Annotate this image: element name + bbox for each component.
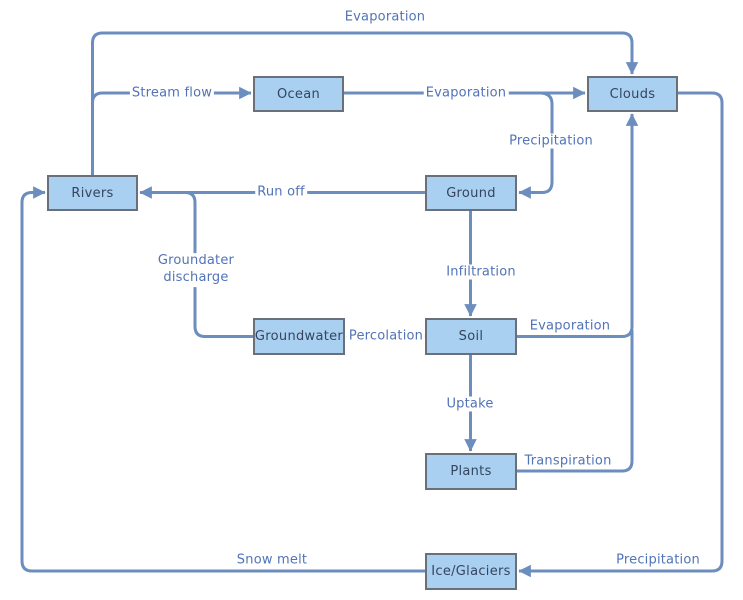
label-percolation: Percolation xyxy=(346,328,426,344)
label-evaporation-soil: Evaporation xyxy=(527,318,613,334)
node-rivers-label: Rivers xyxy=(71,185,114,201)
label-precipitation-ice: Precipitation xyxy=(614,552,702,568)
label-transpiration: Transpiration xyxy=(522,453,614,469)
node-groundwater: Groundwater xyxy=(253,318,345,355)
label-uptake: Uptake xyxy=(444,396,496,412)
label-precipitation-ground: Precipitation xyxy=(507,133,595,149)
edge-snow-melt xyxy=(20,186,425,573)
node-ice-glaciers-label: Ice/Glaciers xyxy=(431,564,511,579)
edge-stream-flow xyxy=(91,86,252,104)
node-ice-glaciers: Ice/Glaciers xyxy=(425,553,517,590)
node-soil-label: Soil xyxy=(458,329,484,344)
edge-precipitation-ice xyxy=(518,91,724,578)
node-ocean: Ocean xyxy=(253,76,344,112)
label-groundwater-discharge: Groundater discharge xyxy=(153,253,239,287)
edge-transpiration xyxy=(517,330,634,473)
node-rivers: Rivers xyxy=(47,175,138,211)
label-run-off: Run off xyxy=(255,184,307,200)
node-soil: Soil xyxy=(425,318,517,355)
label-snow-melt: Snow melt xyxy=(234,552,310,568)
label-evaporation-ocean: Evaporation xyxy=(423,85,509,101)
node-clouds-label: Clouds xyxy=(609,86,656,102)
label-evaporation-top: Evaporation xyxy=(342,9,428,25)
edge-evaporation-soil xyxy=(517,113,639,338)
node-ground: Ground xyxy=(425,175,517,211)
node-plants-label: Plants xyxy=(450,464,492,479)
node-ocean-label: Ocean xyxy=(276,86,321,102)
edge-evaporation-top xyxy=(91,31,639,175)
node-ground-label: Ground xyxy=(446,185,496,201)
node-plants: Plants xyxy=(425,453,517,490)
node-clouds: Clouds xyxy=(587,76,678,112)
label-stream-flow: Stream flow xyxy=(129,85,215,101)
label-infiltration: Infiltration xyxy=(444,264,518,280)
edge-precipitation-ground xyxy=(518,91,554,199)
node-groundwater-label: Groundwater xyxy=(254,329,344,344)
